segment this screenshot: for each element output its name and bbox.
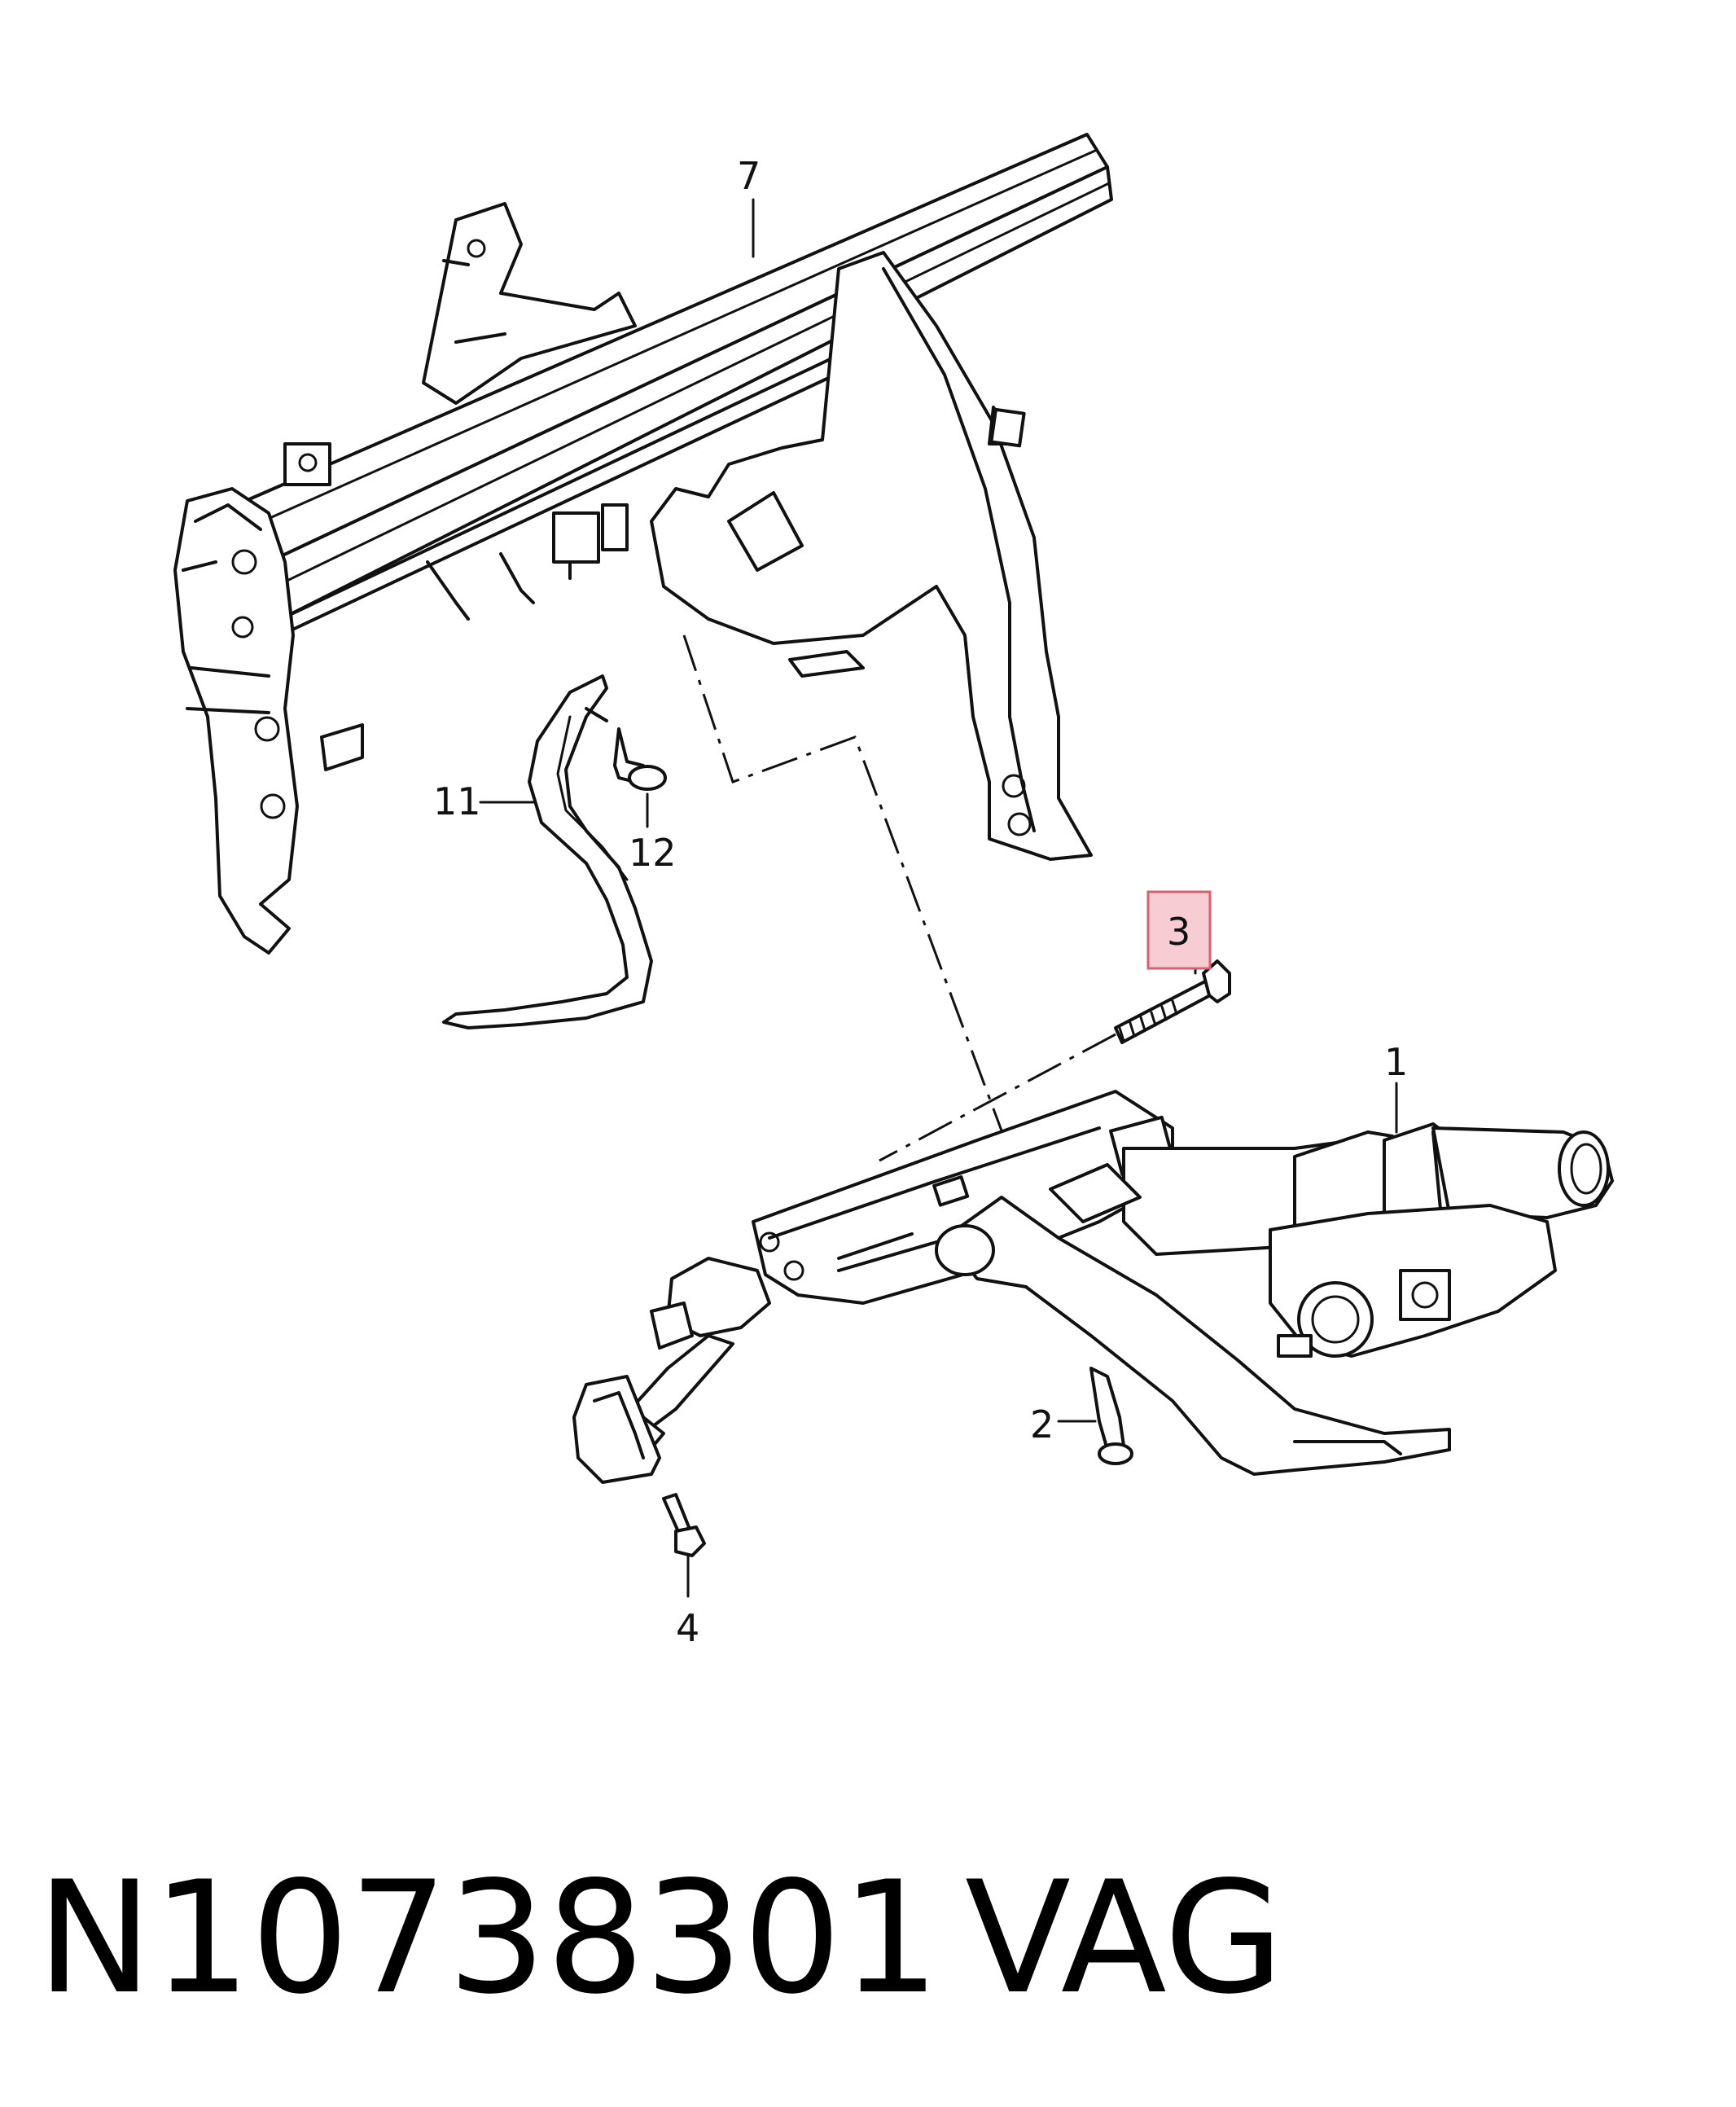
highlight-box-3 xyxy=(1146,890,1212,970)
bolt-3 xyxy=(1114,919,1231,1044)
support-strap xyxy=(442,674,653,1029)
screw-12 xyxy=(585,707,667,828)
assembly-line-upper xyxy=(682,634,1011,1153)
callout-2[interactable]: 2 xyxy=(1030,1402,1054,1446)
callout-7[interactable]: 7 xyxy=(737,154,761,198)
callout-3[interactable]: 3 xyxy=(1167,910,1190,954)
callout-12[interactable]: 12 xyxy=(629,831,677,875)
cross-member-beam xyxy=(173,133,1113,955)
steering-column xyxy=(572,1090,1614,1484)
brand-label: VAG xyxy=(965,1848,1284,2028)
screw-2 xyxy=(1057,1367,1133,1465)
callout-4[interactable]: 4 xyxy=(676,1606,699,1650)
callout-11[interactable]: 11 xyxy=(433,779,481,823)
assembly-line-bolt-3 xyxy=(879,1033,1116,1162)
part-number-label: N10738301 xyxy=(37,1848,940,2028)
callout-1[interactable]: 1 xyxy=(1384,1040,1408,1084)
bolt-4 xyxy=(662,1493,706,1598)
